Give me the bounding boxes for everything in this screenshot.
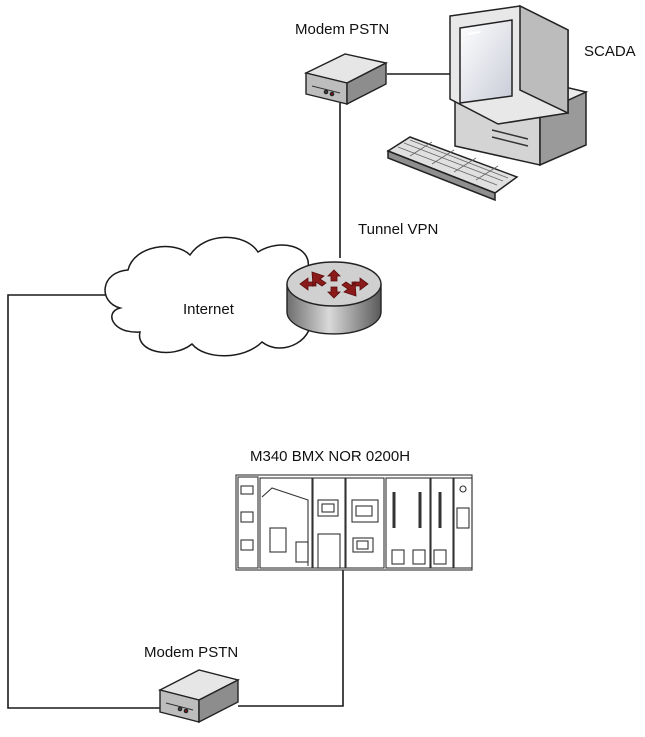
modem-bottom-icon	[158, 669, 240, 724]
link-internet-to-modem-bottom	[7, 294, 160, 709]
router-icon	[286, 261, 382, 335]
modem-top-icon	[303, 53, 389, 106]
internet-label: Internet	[183, 301, 234, 318]
modem-bottom-label: Modem PSTN	[144, 644, 239, 661]
connection-lines	[7, 73, 455, 709]
plc-rack-icon	[235, 474, 473, 571]
scada-label: SCADA	[584, 43, 636, 60]
modem-top-label: Modem PSTN	[295, 21, 390, 38]
plc-label: M340 BMX NOR 0200H	[250, 448, 411, 465]
tunnel-vpn-label: Tunnel VPN	[358, 221, 439, 238]
computer-icon	[386, 4, 589, 202]
